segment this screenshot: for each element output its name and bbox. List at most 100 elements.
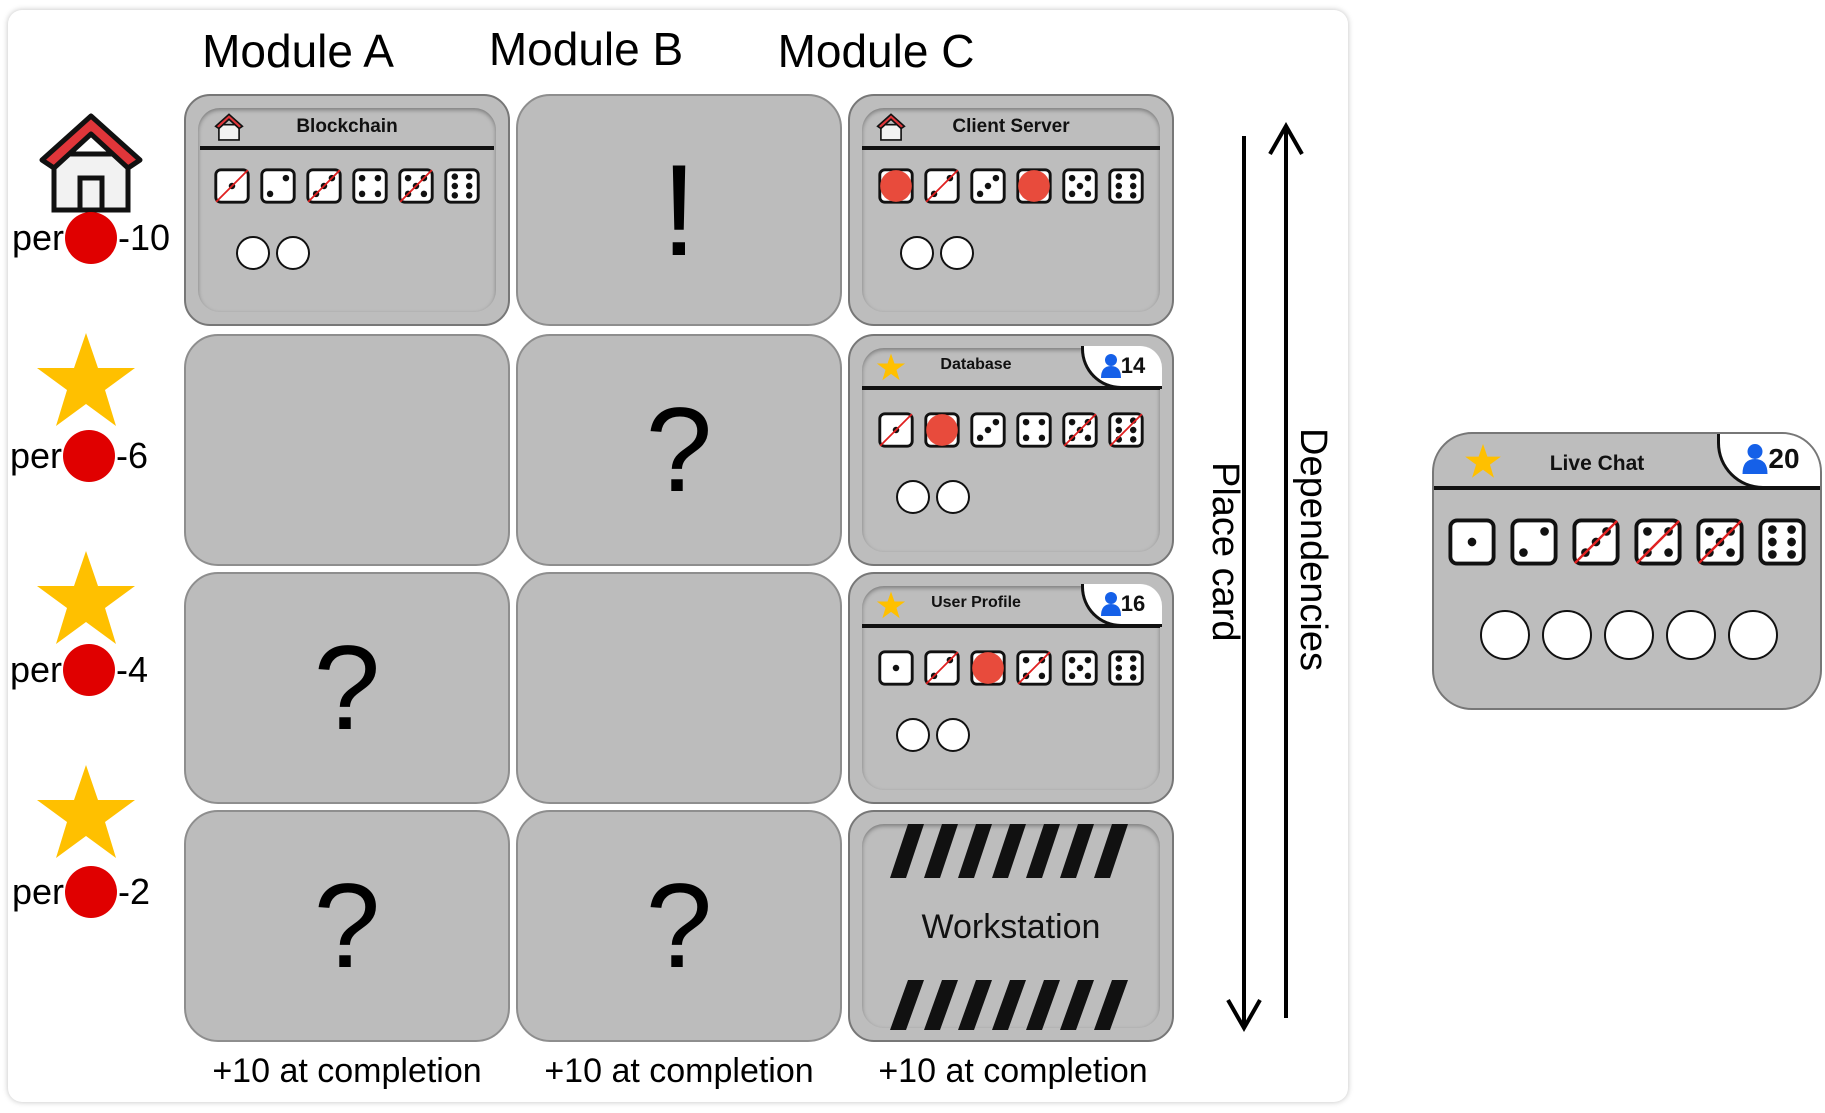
- pip: [1129, 192, 1137, 199]
- die-1-icon: [878, 412, 914, 448]
- die-6-icon: [444, 168, 480, 204]
- pip: [358, 174, 366, 182]
- die-4-icon: [1634, 518, 1682, 566]
- pip: [1519, 548, 1528, 557]
- red-token-icon: [63, 430, 116, 482]
- cross-out-line: [1017, 651, 1051, 685]
- cross-out-line: [215, 169, 249, 203]
- pip: [1068, 672, 1076, 680]
- dependencies-arrow: [1268, 122, 1304, 1018]
- card-blockchain[interactable]: Blockchain: [184, 94, 510, 326]
- slot-a4[interactable]: ?: [184, 810, 510, 1042]
- die-3-icon: [970, 650, 1006, 686]
- pip: [1726, 548, 1735, 557]
- pip: [1038, 418, 1046, 426]
- pip: [1664, 548, 1673, 557]
- card-database[interactable]: Database 14: [848, 334, 1174, 566]
- column-header-module-b: Module B: [488, 23, 684, 75]
- card-user-profile[interactable]: User Profile 16: [848, 572, 1174, 804]
- question-mark: ?: [645, 383, 713, 517]
- die-6-icon: [1108, 168, 1144, 204]
- pip: [1115, 182, 1123, 190]
- slot-a3[interactable]: ?: [184, 572, 510, 804]
- pip: [1076, 664, 1084, 672]
- empty-token-slot[interactable]: [900, 236, 934, 270]
- cross-out-line: [1698, 520, 1742, 564]
- die-4-icon: [352, 168, 388, 204]
- pip: [358, 190, 366, 198]
- star-icon: [37, 333, 135, 426]
- card-client-server[interactable]: Client Server: [848, 94, 1174, 326]
- pip: [1115, 664, 1123, 672]
- slot-b2[interactable]: ?: [516, 334, 842, 566]
- card-header: Blockchain: [200, 108, 494, 150]
- die-3-icon: [1572, 518, 1620, 566]
- pip: [1705, 527, 1714, 536]
- die-5-icon: [1696, 518, 1744, 566]
- empty-token-slot[interactable]: [276, 236, 310, 270]
- pip: [1068, 174, 1076, 182]
- empty-token-slot[interactable]: [1542, 610, 1592, 660]
- placed-token: [972, 652, 1004, 684]
- empty-token-slot[interactable]: [896, 718, 930, 752]
- pip: [1022, 434, 1030, 442]
- card-workstation[interactable]: Workstation: [848, 810, 1174, 1042]
- pip: [1787, 537, 1796, 547]
- empty-token-slot[interactable]: [936, 718, 970, 752]
- empty-token-slot[interactable]: [940, 236, 974, 270]
- empty-token-slot[interactable]: [1728, 610, 1778, 660]
- die-5-icon: [1062, 650, 1098, 686]
- pip: [1768, 550, 1777, 559]
- house-icon: [876, 113, 906, 141]
- card-header: Live Chat: [1434, 434, 1820, 490]
- token-slots: [1480, 610, 1778, 660]
- place-card-arrow: [1226, 136, 1262, 1033]
- pip: [465, 173, 473, 180]
- label-penalty: -10: [118, 217, 171, 258]
- exclamation-mark: !: [660, 137, 698, 283]
- pip: [1068, 190, 1076, 198]
- card-title: Client Server: [952, 116, 1070, 137]
- pip: [1022, 656, 1030, 664]
- star-icon: [876, 353, 906, 381]
- empty-token-slot[interactable]: [1666, 610, 1716, 660]
- star-icon: [37, 551, 135, 644]
- person-icon: [1742, 444, 1768, 474]
- dice-row: [186, 168, 508, 204]
- slot-a2[interactable]: [184, 334, 510, 566]
- red-token-icon: [63, 644, 116, 696]
- pip: [984, 426, 992, 434]
- label-penalty: -4: [116, 649, 149, 690]
- pip: [1076, 182, 1084, 190]
- empty-token-slot[interactable]: [1604, 610, 1654, 660]
- empty-token-slot[interactable]: [236, 236, 270, 270]
- card-title: Workstation: [921, 908, 1101, 946]
- pip: [465, 192, 473, 199]
- die-3-icon: [970, 168, 1006, 204]
- red-token-icon: [65, 212, 118, 264]
- card-title: User Profile: [931, 594, 1021, 611]
- star-icon: [1465, 443, 1501, 478]
- slot-mark: [186, 336, 508, 564]
- die-2-icon: [1510, 518, 1558, 566]
- die-2-icon: [260, 168, 296, 204]
- die-2-icon: [924, 168, 960, 204]
- empty-token-slot[interactable]: [1480, 610, 1530, 660]
- pip: [984, 182, 992, 190]
- place-card-label: Place card: [1204, 462, 1246, 642]
- question-mark: ?: [313, 859, 381, 993]
- pip: [1768, 525, 1777, 534]
- pip: [1115, 674, 1123, 681]
- player-count: 14: [1120, 353, 1146, 378]
- empty-token-slot[interactable]: [936, 480, 970, 514]
- slot-b1[interactable]: !: [516, 94, 842, 326]
- pip: [1129, 674, 1137, 681]
- question-mark: ?: [645, 859, 713, 993]
- empty-token-slot[interactable]: [896, 480, 930, 514]
- label-per: per: [12, 217, 65, 258]
- die-5-icon: [1062, 412, 1098, 448]
- card-live-chat[interactable]: Live Chat 20: [1432, 432, 1822, 710]
- pip: [282, 174, 290, 182]
- slot-b3[interactable]: [516, 572, 842, 804]
- slot-b4[interactable]: ?: [516, 810, 842, 1042]
